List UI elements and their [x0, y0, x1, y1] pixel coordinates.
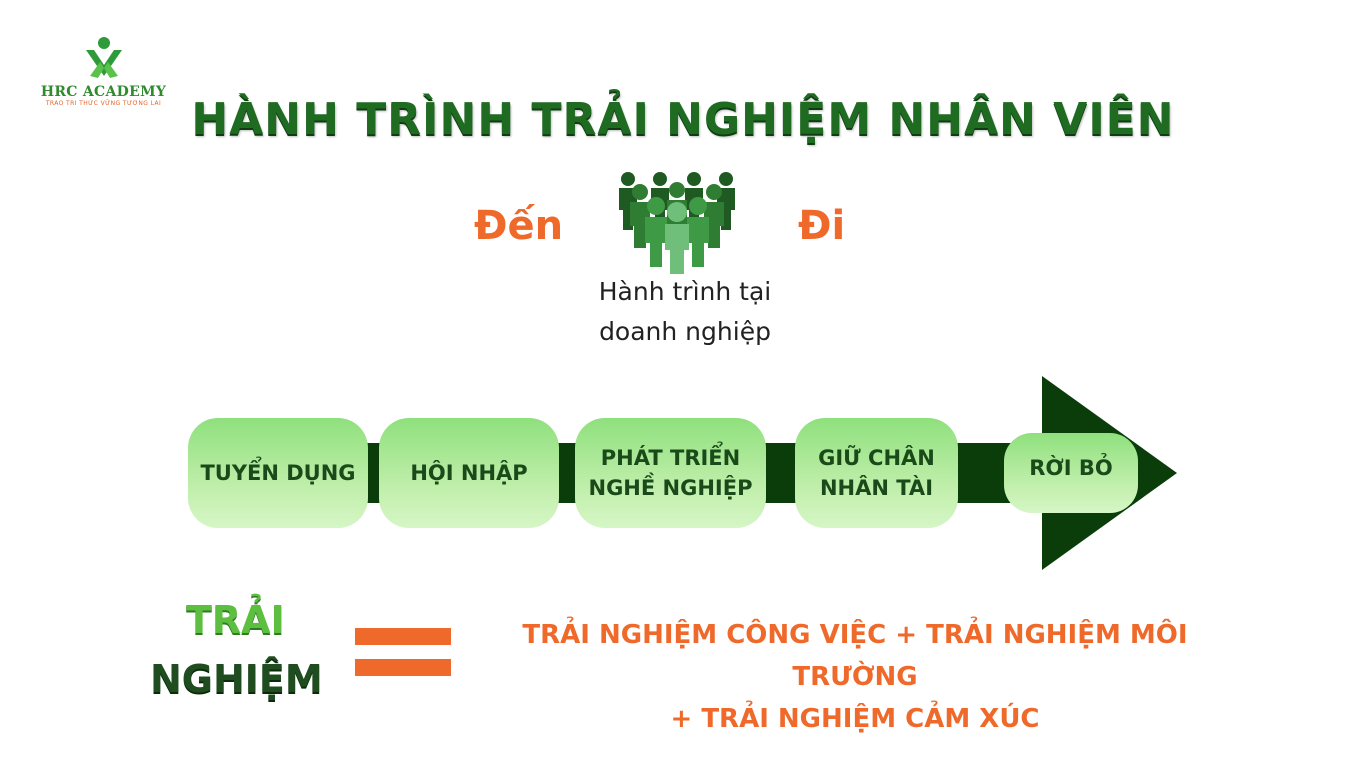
journey-caption: Hành trình tại doanh nghiệp	[560, 272, 810, 352]
stage-career-development: PHÁT TRIỂN NGHỀ NGHIỆP	[575, 418, 766, 528]
people-group-icon	[612, 170, 742, 278]
journey-end-label: Đi	[798, 203, 846, 249]
stage-onboarding: HỘI NHẬP	[379, 418, 559, 528]
journey-caption-line2: doanh nghiệp	[599, 317, 771, 346]
stage-label-line2: NGHỀ NGHIỆP	[588, 476, 753, 500]
stage-label: HỘI NHẬP	[410, 461, 528, 485]
stage-retention: GIỮ CHÂN NHÂN TÀI	[795, 418, 958, 528]
stage-label-line1: GIỮ CHÂN	[818, 446, 935, 470]
page-title: HÀNH TRÌNH TRẢI NGHIỆM NHÂN VIÊN	[191, 94, 1175, 145]
brand-name: HRC ACADEMY	[40, 84, 167, 100]
brand-tagline: TRAO TRI THỨC VỮNG TƯƠNG LAI	[45, 100, 162, 107]
stage-offboarding: RỜI BỎ	[1004, 433, 1138, 513]
journey-caption-line1: Hành trình tại	[598, 277, 772, 306]
stage-label: TUYỂN DỤNG	[200, 461, 356, 485]
hrc-logo-icon	[85, 37, 122, 78]
equals-sign-icon	[355, 628, 451, 645]
formula-line1: TRẢI NGHIỆM CÔNG VIỆC + TRẢI NGHIỆM MÔI …	[522, 620, 1188, 692]
experience-word-line1: TRẢI	[186, 598, 285, 642]
equals-sign-icon-bottom	[355, 659, 451, 676]
stage-label-line2: NHÂN TÀI	[819, 476, 934, 500]
stage-label-line1: PHÁT TRIỂN	[600, 446, 741, 470]
brand-logo: HRC ACADEMY TRAO TRI THỨC VỮNG TƯƠNG LAI	[36, 36, 171, 122]
journey-start-label: Đến	[474, 203, 564, 249]
stage-recruitment: TUYỂN DỤNG	[188, 418, 368, 528]
experience-word-line2: NGHIỆM	[150, 657, 323, 701]
formula-line2: + TRẢI NGHIỆM CẢM XÚC	[670, 704, 1040, 734]
experience-formula: TRẢI NGHIỆM CÔNG VIỆC + TRẢI NGHIỆM MÔI …	[460, 614, 1250, 740]
stage-label: RỜI BỎ	[1029, 456, 1113, 480]
